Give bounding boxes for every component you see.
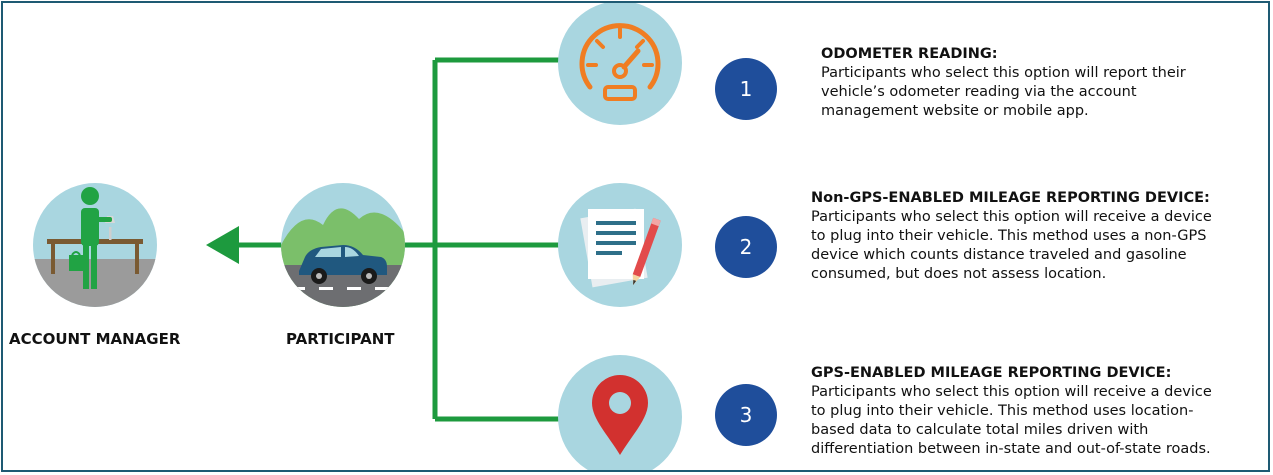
option-number-badge: 2 [715, 216, 777, 278]
option-description: Participants who select this option will… [811, 209, 1212, 282]
document-pencil-icon [558, 183, 682, 307]
option-non-gps-device: Non-GPS-ENABLED MILEAGE REPORTING DEVICE… [811, 189, 1212, 284]
option-gps-device: GPS-ENABLED MILEAGE REPORTING DEVICE: Pa… [811, 364, 1212, 459]
option-title: ODOMETER READING: [821, 46, 998, 62]
connector-lines [206, 57, 559, 422]
arrow-left-icon [206, 226, 239, 264]
participant-car-icon [281, 183, 405, 307]
option-title: Non-GPS-ENABLED MILEAGE REPORTING DEVICE… [811, 190, 1210, 206]
location-pin-icon [558, 355, 682, 470]
option-odometer-reading: ODOMETER READING: Participants who selec… [821, 45, 1186, 121]
option-description: Participants who select this option will… [811, 384, 1212, 457]
account-manager-label: ACCOUNT MANAGER [9, 330, 181, 348]
speedometer-icon [558, 3, 682, 125]
participant-label: PARTICIPANT [286, 330, 395, 348]
option-number-badge: 1 [715, 58, 777, 120]
option-title: GPS-ENABLED MILEAGE REPORTING DEVICE: [811, 365, 1172, 381]
option-number-badge: 3 [715, 384, 777, 446]
option-description: Participants who select this option will… [821, 65, 1186, 119]
account-manager-icon [33, 183, 157, 307]
